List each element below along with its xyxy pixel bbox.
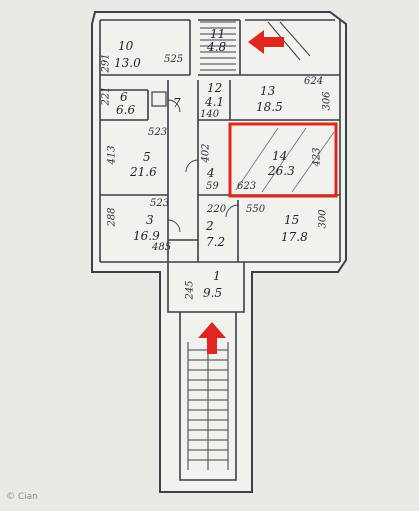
room-area: 17.8 bbox=[281, 230, 308, 244]
dimension-label: 402 bbox=[200, 143, 212, 163]
room-number: 10 bbox=[118, 39, 134, 53]
room-14-hatch bbox=[235, 127, 335, 193]
dimension-label: 550 bbox=[246, 204, 266, 215]
room-number: 13 bbox=[260, 84, 276, 98]
inner-walls bbox=[99, 19, 341, 263]
room-number: 7 bbox=[173, 96, 181, 110]
room-area: 4.1 bbox=[205, 95, 225, 109]
building-outline bbox=[91, 11, 347, 493]
room-number: 12 bbox=[207, 81, 223, 95]
dimension-label: 221 bbox=[100, 86, 112, 106]
room-area: 13.0 bbox=[114, 56, 141, 70]
room-number: 3 bbox=[146, 213, 154, 227]
arrow-stair-icon bbox=[248, 30, 284, 54]
arrow-entrance-icon bbox=[198, 322, 226, 354]
entrance-walls bbox=[167, 262, 245, 481]
dimension-label: 220 bbox=[207, 204, 227, 215]
dimension-label: 623 bbox=[237, 181, 257, 192]
room-number: 6 bbox=[120, 90, 128, 104]
dimension-label: 423 bbox=[311, 147, 323, 167]
dimension-label: 140 bbox=[200, 109, 220, 120]
dimension-label: 306 bbox=[321, 91, 333, 111]
bathroom-fixture bbox=[151, 91, 167, 107]
dimension-label: 291 bbox=[100, 53, 112, 73]
room-14-highlight bbox=[228, 122, 338, 198]
dimension-label: 523 bbox=[150, 198, 170, 209]
dimension-label: 525 bbox=[164, 54, 184, 65]
room-number: 2 bbox=[206, 219, 214, 233]
dimension-label: 413 bbox=[106, 145, 118, 165]
room-area: 9.5 bbox=[203, 286, 223, 300]
dimension-label: 59 bbox=[206, 181, 219, 192]
room-area: 18.5 bbox=[256, 100, 283, 114]
room-area: 26.3 bbox=[268, 164, 295, 178]
watermark: © Cian bbox=[6, 492, 38, 502]
room-number: 14 bbox=[272, 149, 288, 163]
room-number: 11 bbox=[210, 27, 226, 41]
room-area: 16.9 bbox=[133, 229, 160, 243]
room-area: 4.8 bbox=[207, 40, 227, 54]
room-number: 1 bbox=[213, 269, 221, 283]
room-area: 6.6 bbox=[116, 103, 136, 117]
door-arcs bbox=[167, 99, 239, 233]
dimension-label: 485 bbox=[152, 242, 172, 253]
dimension-label: 624 bbox=[304, 76, 324, 87]
dimension-label: 288 bbox=[106, 207, 118, 227]
dimension-label: 523 bbox=[148, 127, 168, 138]
room-number: 15 bbox=[284, 213, 300, 227]
room-area: 21.6 bbox=[130, 165, 157, 179]
room-number: 5 bbox=[143, 150, 151, 164]
dimension-label: 245 bbox=[184, 280, 196, 300]
room-area: 7.2 bbox=[206, 235, 226, 249]
dimension-label: 300 bbox=[317, 209, 329, 229]
room-number: 4 bbox=[207, 166, 215, 180]
